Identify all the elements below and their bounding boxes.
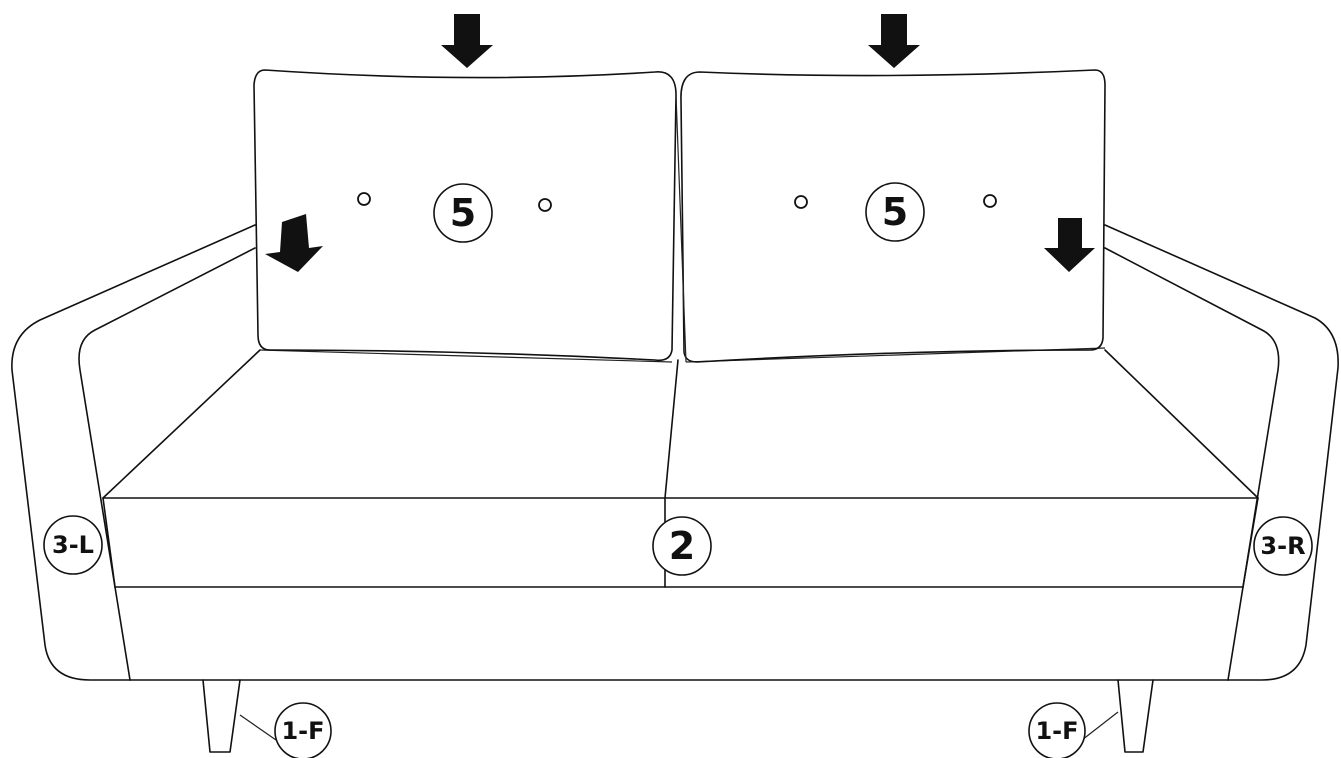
callout-label: 3-R [1260, 532, 1305, 560]
arrow-down-icon [441, 14, 493, 68]
button-icon [357, 192, 371, 206]
arrow-down-icon [1044, 218, 1095, 272]
callout-label: 2 [669, 524, 695, 568]
callout-leg-right: 1-F [1028, 702, 1086, 758]
button-icon [983, 194, 997, 208]
button-icon [794, 195, 808, 209]
arrow-down-icon [868, 14, 920, 68]
callout-leg-left: 1-F [274, 702, 332, 758]
arm-left [11, 224, 256, 681]
button-icon [538, 198, 552, 212]
arm-right [1104, 224, 1339, 681]
callout-label: 1-F [1035, 717, 1078, 745]
arrows [265, 14, 1095, 272]
callout-seat: 2 [652, 516, 712, 576]
callout-back-right: 5 [865, 182, 925, 242]
base [114, 586, 1244, 681]
callout-back-left: 5 [433, 183, 493, 243]
callout-label: 5 [450, 191, 476, 235]
back-cushion-right [680, 69, 1106, 363]
legs [202, 679, 1154, 753]
back-cushions [253, 69, 1106, 363]
leader-lines [239, 711, 1119, 741]
back-cushion-left [253, 69, 677, 362]
leg-left [202, 679, 241, 753]
callout-arm-right: 3-R [1253, 516, 1313, 576]
callout-label: 3-L [52, 531, 94, 559]
callout-label: 5 [882, 190, 908, 234]
leg-right [1117, 679, 1154, 753]
callout-label: 1-F [281, 717, 324, 745]
seat [102, 347, 1259, 588]
tufting-buttons [357, 192, 997, 212]
callout-arm-left: 3-L [43, 515, 103, 575]
arrow-down-icon [265, 214, 323, 272]
